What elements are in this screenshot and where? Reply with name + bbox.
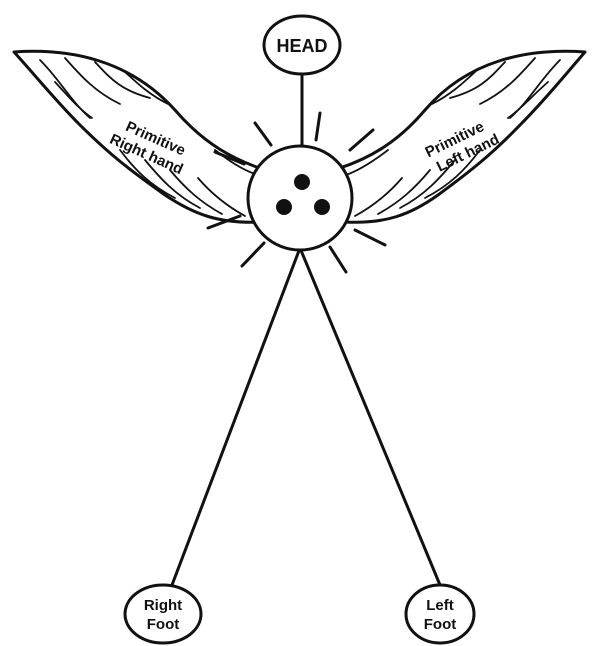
left-foot-label-line1: Left bbox=[426, 597, 454, 614]
left-foot-node: Left Foot bbox=[404, 583, 476, 645]
head-label: HEAD bbox=[276, 36, 327, 56]
center-dot bbox=[294, 174, 310, 190]
center-dot bbox=[314, 199, 330, 215]
right-foot-node: Right Foot bbox=[123, 583, 203, 645]
right-foot-label-line1: Right bbox=[144, 597, 182, 614]
left-foot-connector bbox=[298, 246, 442, 587]
center-dot bbox=[276, 199, 292, 215]
left-foot-label-line2: Foot bbox=[424, 616, 456, 633]
right-foot-connector bbox=[170, 246, 302, 587]
center-circle bbox=[246, 144, 354, 252]
left-hand-wing bbox=[338, 49, 587, 224]
center-rays bbox=[206, 111, 387, 274]
right-foot-label-line2: Foot bbox=[147, 616, 179, 633]
head-node: HEAD bbox=[262, 14, 342, 76]
